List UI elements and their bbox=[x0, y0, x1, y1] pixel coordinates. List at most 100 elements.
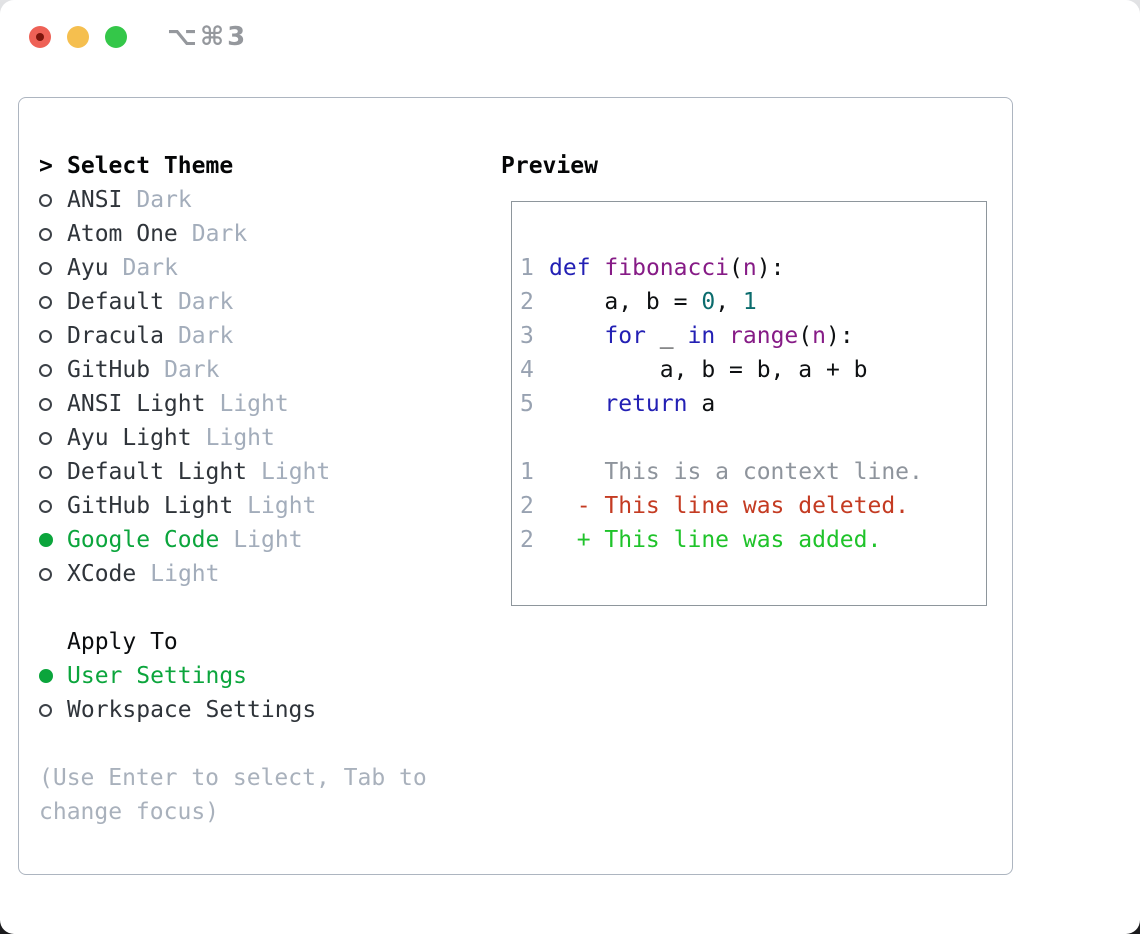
code-line: 2 - This line was deleted. bbox=[520, 489, 986, 523]
apply-option-label: User Settings bbox=[67, 663, 248, 689]
theme-item[interactable]: ANSI Dark bbox=[39, 183, 427, 217]
code-tokens: for _ in range(n): bbox=[604, 323, 854, 349]
code-line: 2 + This line was added. bbox=[520, 523, 986, 557]
radio-icon bbox=[39, 285, 67, 319]
theme-item[interactable]: GitHub Dark bbox=[39, 353, 427, 387]
theme-name: Google Code bbox=[67, 527, 220, 553]
radio-icon bbox=[39, 693, 67, 727]
line-number: 2 bbox=[520, 527, 534, 553]
keyboard-hint: (Use Enter to select, Tab to change focus… bbox=[39, 761, 427, 829]
radio-icon bbox=[39, 251, 67, 285]
theme-name: XCode bbox=[67, 561, 137, 587]
theme-variant: Light bbox=[233, 527, 303, 553]
theme-name: Default bbox=[67, 289, 164, 315]
theme-variant: Light bbox=[205, 425, 275, 451]
radio-icon bbox=[39, 319, 67, 353]
code-line: 4 a, b = b, a + b bbox=[520, 353, 986, 387]
theme-item[interactable]: GitHub Light Light bbox=[39, 489, 427, 523]
theme-name: GitHub bbox=[67, 357, 151, 383]
close-button[interactable] bbox=[29, 26, 51, 48]
theme-variant: Dark bbox=[136, 187, 192, 213]
code-tokens: + This line was added. bbox=[549, 527, 882, 553]
theme-variant: Dark bbox=[177, 289, 234, 315]
theme-name: Ayu bbox=[67, 255, 109, 281]
theme-name: Dracula bbox=[67, 323, 164, 349]
selection-prompt-icon: > bbox=[39, 153, 53, 179]
theme-item[interactable]: ANSI Light Light bbox=[39, 387, 427, 421]
minimize-button[interactable] bbox=[67, 26, 89, 48]
apply-to-header-row: Apply To bbox=[39, 625, 427, 659]
theme-name: ANSI Light bbox=[67, 391, 206, 417]
radio-icon bbox=[39, 387, 67, 421]
line-number: 4 bbox=[520, 357, 534, 383]
theme-variant: Dark bbox=[177, 323, 234, 349]
code-tokens: def fibonacci(n): bbox=[549, 255, 785, 281]
radio-icon bbox=[39, 489, 67, 523]
hint-line: change focus) bbox=[39, 799, 220, 825]
theme-variant: Light bbox=[150, 561, 220, 587]
code-line: 1 This is a context line. bbox=[520, 455, 986, 489]
theme-variant: Light bbox=[219, 391, 289, 417]
radio-icon bbox=[39, 217, 67, 251]
radio-selected-icon bbox=[39, 523, 67, 557]
theme-item[interactable]: Google Code Light bbox=[39, 523, 427, 557]
theme-variant: Dark bbox=[191, 221, 248, 247]
radio-icon bbox=[39, 421, 67, 455]
line-number: 2 bbox=[520, 493, 534, 519]
radio-icon bbox=[39, 455, 67, 489]
titlebar bbox=[29, 26, 127, 48]
theme-item[interactable]: XCode Light bbox=[39, 557, 427, 591]
menu-header-row: > Select Theme bbox=[39, 149, 427, 183]
code-line: 1 def fibonacci(n): bbox=[520, 251, 986, 285]
theme-item[interactable]: Dracula Dark bbox=[39, 319, 427, 353]
theme-variant: Light bbox=[247, 493, 317, 519]
zoom-button[interactable] bbox=[105, 26, 127, 48]
theme-item[interactable]: Atom One Dark bbox=[39, 217, 427, 251]
code-line: 5 return a bbox=[520, 387, 986, 421]
code-tokens: return a bbox=[604, 391, 716, 417]
code-tokens: a, b = b, a + b bbox=[549, 357, 868, 383]
code-line: 2 a, b = 0, 1 bbox=[520, 285, 986, 319]
apply-to-title: Apply To bbox=[67, 629, 178, 655]
hint-line: (Use Enter to select, Tab to bbox=[39, 765, 427, 791]
line-number: 1 bbox=[520, 459, 534, 485]
theme-name: Ayu Light bbox=[67, 425, 192, 451]
line-number: 3 bbox=[520, 323, 534, 349]
preview-title: Preview bbox=[501, 153, 598, 179]
code-tokens: This is a context line. bbox=[549, 459, 923, 485]
line-number: 5 bbox=[520, 391, 534, 417]
apply-option-label: Workspace Settings bbox=[67, 697, 317, 723]
code-tokens: a, b = 0, 1 bbox=[549, 289, 757, 315]
radio-icon bbox=[39, 353, 67, 387]
theme-variant: Dark bbox=[122, 255, 178, 281]
apply-option[interactable]: Workspace Settings bbox=[39, 693, 427, 727]
theme-item[interactable]: Default Dark bbox=[39, 285, 427, 319]
theme-variant: Dark bbox=[164, 357, 220, 383]
radio-icon bbox=[39, 557, 67, 591]
theme-name: ANSI bbox=[67, 187, 123, 213]
radio-icon bbox=[39, 183, 67, 217]
theme-name: Default Light bbox=[67, 459, 248, 485]
window-title: ⌥⌘3 bbox=[167, 22, 249, 52]
theme-name: GitHub Light bbox=[67, 493, 234, 519]
apply-to-indent bbox=[39, 625, 67, 659]
line-number bbox=[520, 421, 549, 455]
line-number: 2 bbox=[520, 289, 534, 315]
code-tokens: - This line was deleted. bbox=[549, 493, 910, 519]
theme-item[interactable]: Ayu Dark bbox=[39, 251, 427, 285]
menu-title: Select Theme bbox=[67, 153, 234, 179]
theme-item[interactable]: Ayu Light Light bbox=[39, 421, 427, 455]
line-number: 1 bbox=[520, 255, 534, 281]
radio-selected-icon bbox=[39, 659, 67, 693]
theme-name: Atom One bbox=[67, 221, 178, 247]
apply-option[interactable]: User Settings bbox=[39, 659, 427, 693]
code-line: 3 for _ in range(n): bbox=[520, 319, 986, 353]
